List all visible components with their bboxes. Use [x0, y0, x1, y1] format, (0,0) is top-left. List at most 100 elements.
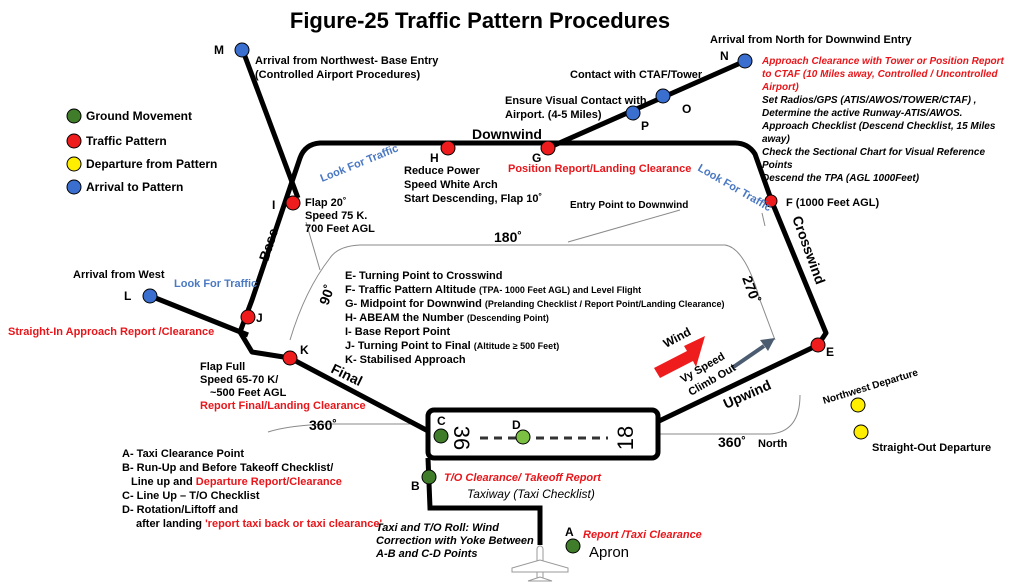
legend-pattern-label: Traffic Pattern — [86, 134, 167, 148]
runway-number-left: 36 — [449, 426, 474, 450]
ground-list-b2-b: Departure Report/Clearance — [196, 476, 342, 488]
note-i-3: 700 Feet AGL — [305, 223, 375, 235]
note-roll-1: Taxi and T/O Roll: Wind — [376, 522, 499, 534]
letter-d: D — [512, 418, 521, 432]
letter-n: N — [720, 49, 729, 63]
apron-label: Apron — [589, 544, 629, 561]
center-list-item: F- Traffic Pattern Altitude (TPA- 1000 F… — [345, 284, 641, 296]
center-list-main: H- ABEAM the Number — [345, 312, 467, 324]
runway — [425, 407, 661, 461]
point-i-pattern[interactable] — [285, 195, 301, 211]
center-list-item: E- Turning Point to Crosswind — [345, 270, 502, 282]
center-list-main: K- Stabilised Approach — [345, 354, 466, 366]
letter-m: M — [214, 43, 224, 57]
letter-k: K — [300, 343, 309, 357]
note-n-b6: Points — [762, 160, 793, 171]
center-list-item: I- Base Report Point — [345, 326, 450, 338]
letter-a: A — [565, 525, 574, 539]
note-n-b1: Set Radios/GPS (ATIS/AWOS/TOWER/CTAF) , — [762, 95, 976, 106]
point-h-pattern[interactable] — [440, 140, 456, 156]
note-i-1: Flap 20˚ — [305, 197, 347, 209]
note-g-red: Position Report/Landing Clearance — [508, 163, 691, 175]
center-list-sub: (Descending Point) — [467, 313, 549, 323]
note-n-b4: away) — [762, 134, 790, 145]
note-n-title: Arrival from North for Downwind Entry — [710, 34, 913, 46]
point-n-arrival[interactable] — [737, 53, 753, 69]
airplane-icon — [511, 545, 569, 582]
look-for-traffic-west: Look For Traffic — [174, 278, 257, 290]
ground-list: A- Taxi Clearance Point B- Run-Up and Be… — [122, 448, 382, 530]
note-roll-3: A-B and C-D Points — [375, 548, 477, 560]
letter-g: G — [532, 151, 541, 165]
note-h-1: Reduce Power — [404, 165, 481, 177]
look-for-traffic-base: Look For Traffic — [319, 143, 401, 185]
letter-b: B — [411, 479, 420, 493]
point-c-ground[interactable] — [433, 428, 449, 444]
ground-list-b1: B- Run-Up and Before Takeoff Checklist/ — [122, 462, 333, 474]
center-list-item: G- Midpoint for Downwind (Prelanding Che… — [345, 298, 724, 310]
note-n-red-1: Approach Clearance with Tower or Positio… — [761, 56, 1005, 67]
center-list-sub: (TPA- 1000 Feet AGL) and Level Flight — [479, 285, 641, 295]
leg-base: Base — [256, 226, 282, 263]
note-nw-departure: Northwest Departure — [822, 367, 920, 407]
note-visual-1: Ensure Visual Contact with — [505, 95, 647, 107]
point-b-ground[interactable] — [421, 469, 437, 485]
letter-i: I — [272, 198, 275, 212]
ground-list-a: A- Taxi Clearance Point — [122, 448, 244, 460]
diagram-title: Figure-25 Traffic Pattern Procedures — [290, 8, 670, 33]
guide-arcs — [267, 209, 801, 435]
wind-arrow-icon — [654, 336, 705, 378]
ground-list-d2-b: 'report taxi back or taxi clearance' — [205, 518, 382, 530]
legend-arrival-icon — [66, 179, 82, 195]
point-a-ground[interactable] — [565, 538, 581, 554]
ground-list-b2: Line up and Departure Report/Clearance — [131, 476, 342, 488]
note-contact-ctaf: Contact with CTAF/Tower — [570, 69, 703, 81]
letter-h: H — [430, 151, 439, 165]
center-list-sub: (Prelanding Checklist / Report Point/Lan… — [485, 299, 725, 309]
letter-l: L — [124, 289, 131, 303]
legend-ground-icon — [66, 108, 82, 124]
point-f-pattern[interactable] — [764, 194, 778, 208]
center-list-item: J- Turning Point to Final (Altitude ≥ 50… — [345, 340, 559, 352]
point-nw-departure[interactable] — [850, 397, 866, 413]
note-n-red-2: to CTAF (10 Miles away, Controlled / Unc… — [762, 69, 998, 80]
north-label: North — [758, 438, 788, 450]
degree-180: 180˚ — [494, 229, 522, 245]
letter-j: J — [256, 311, 263, 325]
center-list-item: H- ABEAM the Number (Descending Point) — [345, 312, 549, 324]
legend-ground-label: Ground Movement — [86, 109, 192, 123]
letter-e: E — [826, 345, 834, 359]
note-entry-point: Entry Point to Downwind — [570, 200, 688, 211]
point-l-arrival[interactable] — [142, 288, 158, 304]
note-m-1: Arrival from Northwest- Base Entry — [255, 55, 439, 67]
arrival-lines — [147, 50, 747, 338]
point-j-pattern[interactable] — [240, 309, 256, 325]
letter-c: C — [437, 414, 446, 428]
center-list-main: I- Base Report Point — [345, 326, 450, 338]
note-l: Arrival from West — [73, 269, 165, 281]
degree-360-left: 360˚ — [309, 417, 337, 433]
center-list: E- Turning Point to Crosswind F- Traffic… — [345, 270, 724, 366]
pattern-points — [142, 42, 869, 554]
taxiway-label: Taxiway (Taxi Checklist) — [467, 487, 595, 501]
point-d-ground[interactable] — [515, 429, 531, 445]
ground-list-c: C- Line Up – T/O Checklist — [122, 490, 260, 502]
note-straight-in: Straight-In Approach Report /Clearance — [8, 326, 214, 338]
point-e-pattern[interactable] — [810, 337, 826, 353]
point-m-arrival[interactable] — [234, 42, 250, 58]
letter-o: O — [682, 102, 691, 116]
note-roll-2: Correction with Yoke Between — [376, 535, 534, 547]
point-p-arrival[interactable] — [625, 105, 641, 121]
point-o-arrival[interactable] — [655, 88, 671, 104]
note-report-taxi: Report /Taxi Clearance — [583, 529, 702, 541]
note-h-3: Start Descending, Flap 10˚ — [404, 193, 542, 205]
note-h-2: Speed White Arch — [404, 179, 498, 191]
notes: Arrival from Northwest- Base Entry (Cont… — [8, 34, 1005, 560]
leg-crosswind: Crosswind — [789, 214, 829, 287]
point-straight-departure[interactable] — [853, 424, 869, 440]
ground-list-d2: after landing 'report taxi back or taxi … — [136, 518, 382, 530]
degree-360-right: 360˚ — [718, 434, 746, 450]
point-g-pattern[interactable] — [540, 140, 556, 156]
note-k-3: ~500 Feet AGL — [210, 387, 287, 399]
point-k-pattern[interactable] — [282, 350, 298, 366]
